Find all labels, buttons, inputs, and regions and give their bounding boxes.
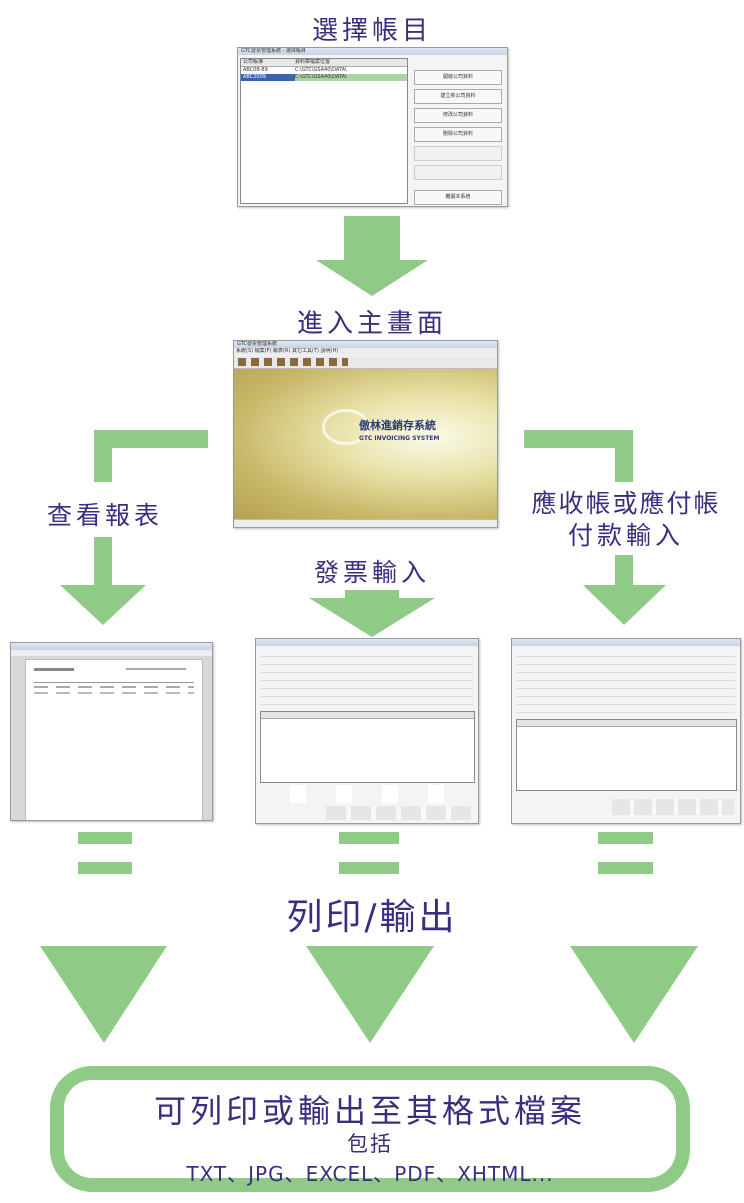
invoice-entry-window	[255, 638, 479, 824]
invoice-buttons[interactable]	[326, 806, 471, 820]
main-toolbar	[234, 356, 497, 369]
logo-title: 傲林進銷存系統	[359, 419, 436, 432]
invoice-table[interactable]	[260, 711, 475, 783]
report-preview-window	[10, 642, 213, 821]
step-main-screen: 進入主畫面	[296, 309, 447, 339]
step-select-account: 選擇帳目	[311, 16, 432, 46]
payment-buttons[interactable]	[612, 799, 734, 815]
arrow-down-1	[316, 216, 428, 296]
arrow-center-stem	[345, 590, 399, 600]
disabled-button-1	[414, 146, 502, 161]
open-company-button[interactable]: 開啟公司資料	[414, 70, 502, 85]
payment-table[interactable]	[516, 719, 737, 791]
invoice-form[interactable]	[260, 649, 473, 707]
payment-window-title	[512, 639, 740, 646]
logo-ring	[322, 409, 370, 445]
new-company-button[interactable]: 建立新公司資料	[414, 89, 502, 104]
equals-left-top	[78, 832, 132, 844]
invoice-totals	[260, 785, 473, 803]
equals-center-top	[339, 832, 399, 844]
branch-ar-ap-line1: 應收帳或應付帳	[531, 489, 721, 518]
equals-right-bottom	[598, 862, 653, 874]
result-includes: 包括	[347, 1132, 393, 1156]
result-box: 可列印或輸出至其格式檔案 包括 TXT、JPG、EXCEL、PDF、XHTML.…	[50, 1066, 690, 1192]
branch-invoice-entry: 發票輸入	[313, 558, 430, 587]
main-window: GTC發票管理系統 系統(S) 檔案(F) 報表(R) 其它工具(T) 說明(H…	[233, 340, 498, 528]
main-window-title: GTC發票管理系統	[234, 341, 497, 348]
equals-left-bottom	[78, 862, 132, 874]
edit-company-button[interactable]: 修改公司資料	[414, 108, 502, 123]
payment-form[interactable]	[516, 649, 735, 715]
report-page	[25, 659, 203, 820]
col-company: 公司帳簿	[243, 59, 264, 65]
arrow-bottom-left	[40, 946, 167, 1043]
window-title: GTC發票管理系統 - 選擇帳目	[238, 48, 507, 55]
splash-area: 傲林進銷存系統 GTC INVOICING SYSTEM	[234, 369, 497, 519]
report-toolbar[interactable]	[11, 650, 212, 656]
logo-subtitle: GTC INVOICING SYSTEM	[359, 435, 440, 442]
arrow-center-head	[309, 598, 435, 637]
branch-ar-ap-line2: 付款輸入	[567, 521, 684, 550]
main-menu-bar[interactable]: 系統(S) 檔案(F) 報表(R) 其它工具(T) 說明(H)	[234, 348, 497, 355]
exit-button[interactable]: 離開本系統	[414, 190, 502, 205]
arrow-right-branch	[524, 430, 633, 482]
disabled-button-2	[414, 165, 502, 180]
equals-center-bottom	[339, 862, 399, 874]
toolbar-icons[interactable]	[238, 358, 348, 366]
result-title: 可列印或輸出至其格式檔案	[153, 1092, 586, 1130]
branch-view-reports: 查看報表	[46, 501, 163, 530]
arrow-left-stem	[94, 537, 112, 589]
equals-right-top	[598, 832, 653, 844]
arrow-left-branch	[94, 430, 208, 482]
print-output-title: 列印/輸出	[286, 897, 458, 938]
report-window-title	[11, 643, 212, 650]
status-bar	[234, 519, 497, 527]
arrow-right-stem	[615, 555, 633, 589]
invoice-window-title	[256, 639, 478, 646]
arrow-left-head	[60, 585, 146, 625]
result-formats: TXT、JPG、EXCEL、PDF、XHTML...	[186, 1162, 554, 1186]
arrow-bottom-right	[570, 946, 698, 1043]
payment-entry-window	[511, 638, 741, 824]
col-path: 資料庫檔案位置	[295, 59, 331, 65]
button-panel: 開啟公司資料 建立新公司資料 修改公司資料 刪除公司資料 離開本系統	[414, 70, 502, 205]
delete-company-button[interactable]: 刪除公司資料	[414, 127, 502, 142]
arrow-right-head	[583, 585, 666, 625]
arrow-bottom-center	[306, 946, 434, 1043]
